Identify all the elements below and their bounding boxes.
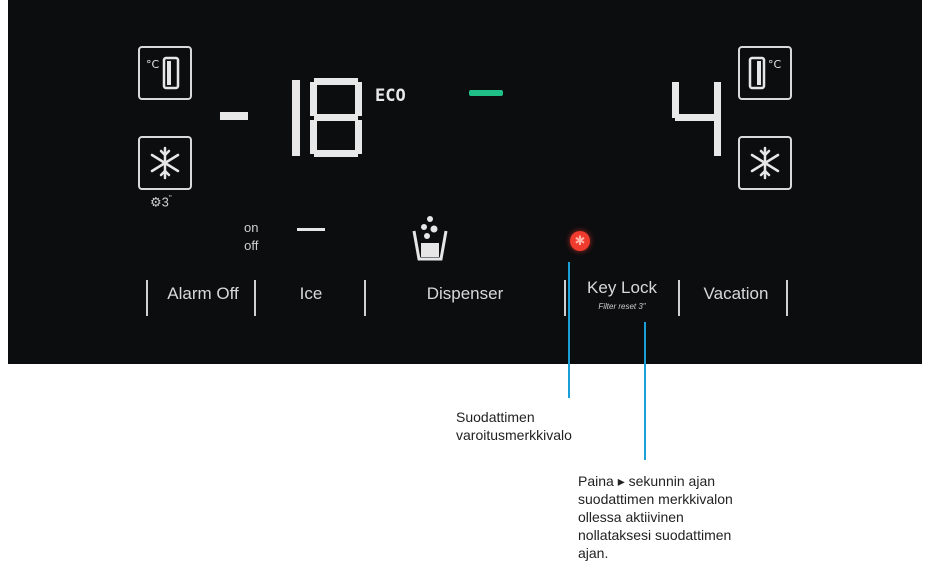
filter-reset-annotation: Paina ▸ sekunnin ajan suodattimen merkki… xyxy=(578,473,733,561)
alarm-off-button[interactable]: Alarm Off xyxy=(158,284,248,304)
svg-text:°C: °C xyxy=(146,58,160,71)
divider xyxy=(254,280,256,316)
fridge-temp-icon[interactable]: °C xyxy=(738,46,792,100)
divider xyxy=(678,280,680,316)
filter-reset-callout-line xyxy=(644,322,646,460)
filter-reset-hint: Filter reset 3" xyxy=(598,302,646,311)
freezer-snowflake-icon[interactable] xyxy=(138,136,192,190)
freezer-temp-icon[interactable]: °C xyxy=(138,46,192,100)
filter-warning-callout-line xyxy=(568,262,570,398)
on-label: on xyxy=(244,220,259,235)
digit-1-seg xyxy=(292,80,300,156)
ice-cubes-icon: ⚙3" xyxy=(150,194,172,210)
divider xyxy=(364,280,366,316)
divider xyxy=(564,280,566,316)
key-lock-button[interactable]: Key Lock xyxy=(574,278,670,298)
filter-warning-annotation: Suodattimen varoitusmerkkivalo xyxy=(456,409,572,443)
minus-sign xyxy=(220,112,248,120)
divider xyxy=(786,280,788,316)
dispenser-button[interactable]: Dispenser xyxy=(380,284,550,304)
ice-onoff-label: on off xyxy=(244,219,258,255)
ice-button[interactable]: Ice xyxy=(266,284,356,304)
eco-mode-label: ECO xyxy=(375,86,406,106)
divider xyxy=(146,280,148,316)
filter-warning-icon: ✱ xyxy=(570,231,590,251)
cup-icon xyxy=(410,213,450,268)
ice-onoff-indicator xyxy=(297,228,325,231)
svg-text:°C: °C xyxy=(768,58,782,71)
status-indicator-bar xyxy=(469,90,503,96)
vacation-button[interactable]: Vacation xyxy=(688,284,784,304)
control-panel: °C ⚙3" xyxy=(8,0,922,364)
off-label: off xyxy=(244,238,259,253)
fridge-snowflake-icon[interactable] xyxy=(738,136,792,190)
